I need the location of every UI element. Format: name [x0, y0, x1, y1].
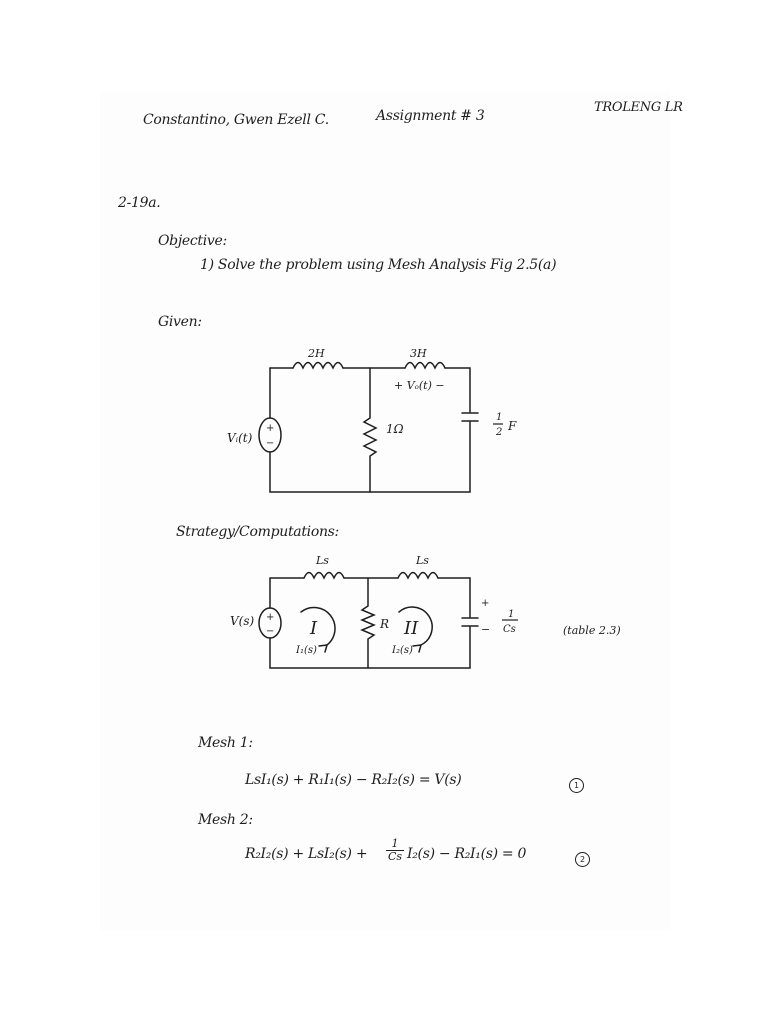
inductor-3h [404, 361, 446, 370]
mesh2-heading: Mesh 2: [198, 812, 253, 828]
inductor-ls-2 [397, 571, 439, 580]
mesh2-fraction: 1 Cs [386, 838, 404, 863]
label-inductor-2h: 2H [307, 347, 325, 360]
label-resistor-1ohm: 1Ω [386, 422, 404, 436]
label-table-note: (table 2.3) [563, 624, 621, 637]
capacitor-1-cs [461, 617, 479, 627]
mesh-loop-2 [398, 606, 433, 646]
mesh-loop-1 [300, 606, 336, 646]
objective-item: 1) Solve the problem using Mesh Analysis… [200, 257, 557, 273]
label-ls-2: Ls [415, 554, 429, 567]
label-mesh-1: I [309, 618, 318, 639]
wire2-top-right [437, 577, 471, 618]
mesh-loop-2-arrow [412, 644, 422, 653]
equation-marker-2: 2 [575, 852, 590, 867]
label-cap-plus: + [481, 598, 489, 609]
label-current-2: I₂(s) [391, 645, 413, 656]
resistor-1ohm [362, 367, 378, 493]
corner-note: TROLENG LR [594, 100, 683, 115]
mesh1-heading: Mesh 1: [198, 735, 253, 751]
objective-heading: Objective: [158, 233, 227, 249]
resistor-r [360, 577, 376, 669]
source1-minus: − [266, 438, 274, 449]
wire-top-right [444, 367, 471, 413]
label-cap-den: 2 [495, 427, 502, 438]
student-name: Constantino, Gwen Ezell C. [143, 112, 329, 128]
source2-minus: − [266, 626, 274, 637]
label-mesh-2: II [403, 618, 419, 639]
wire2-bottom [269, 626, 471, 669]
mesh2-equation-a: R₂I₂(s) + LsI₂(s) + [245, 846, 368, 862]
inductor-2h [292, 361, 344, 370]
problem-number: 2-19a. [118, 195, 161, 211]
label-cap-num: 1 [496, 412, 502, 423]
mesh2-equation-b: I₂(s) − R₂I₁(s) = 0 [407, 846, 527, 862]
label-cap-minus: − [481, 623, 490, 636]
voltage-source-vs [258, 607, 282, 639]
mesh2-fraction-den: Cs [387, 850, 403, 863]
label-source-vs: V(s) [230, 614, 255, 628]
capacitor-half-f [461, 412, 479, 422]
mesh1-equation: LsI₁(s) + R₁I₁(s) − R₂I₂(s) = V(s) [245, 772, 462, 788]
label-ls-1: Ls [315, 554, 329, 567]
label-current-1: I₁(s) [295, 645, 317, 656]
equation-marker-1: 1 [569, 778, 584, 793]
voltage-source-vi [258, 417, 282, 453]
mesh2-fraction-num: 1 [391, 837, 399, 850]
label-output-voltage: + Vₒ(t) − [394, 379, 445, 392]
inductor-ls-1 [303, 571, 345, 580]
label-cap-unit: F [507, 419, 517, 433]
label-resistor-r: R [379, 617, 389, 631]
source1-plus: + [266, 423, 274, 434]
assignment-title: Assignment # 3 [376, 108, 485, 124]
label-inductor-3h: 3H [410, 347, 427, 360]
source2-plus: + [266, 612, 274, 623]
label-cap2-den: Cs [503, 624, 516, 635]
label-cap2-num: 1 [508, 609, 514, 620]
given-heading: Given: [158, 314, 202, 330]
mesh-loop-1-arrow [318, 644, 328, 653]
label-source-vi: Vᵢ(t) [227, 431, 253, 445]
strategy-heading: Strategy/Computations: [176, 524, 339, 540]
mesh2-fraction-bar [386, 850, 404, 851]
